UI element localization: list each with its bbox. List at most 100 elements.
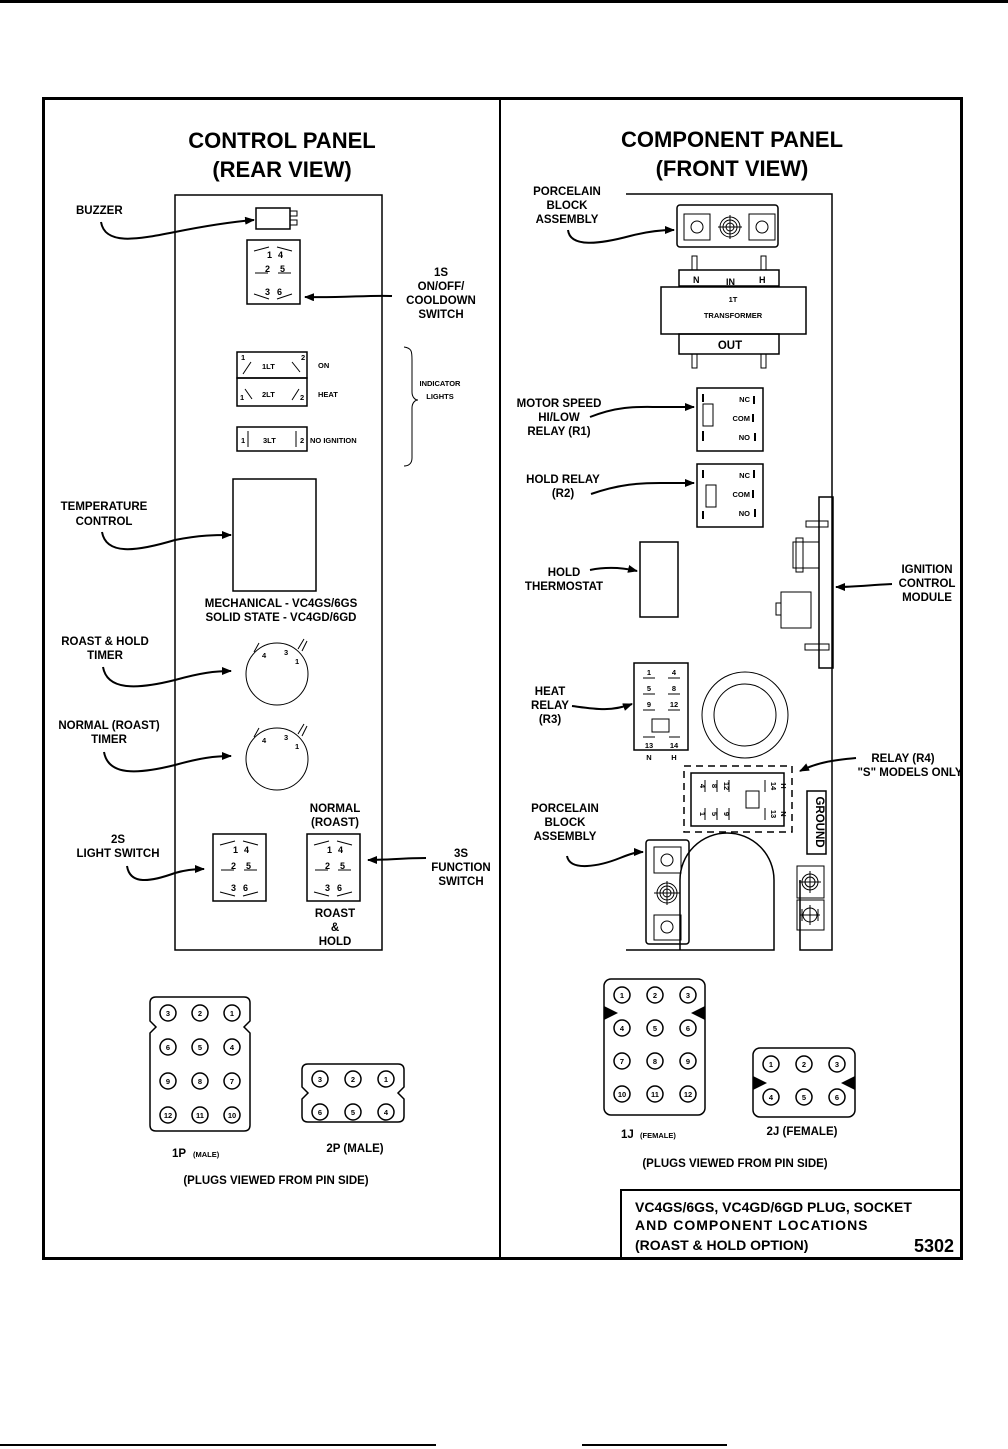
component-panel-title: COMPONENT PANEL: [621, 127, 843, 152]
keying-notch: [604, 1006, 618, 1020]
terminal-label: 1: [295, 742, 299, 751]
roast-hold-timer-dial: [245, 642, 309, 706]
jack-1j-pin: [646, 986, 664, 1004]
pin-label: 1: [240, 393, 244, 402]
terminal-label: 14: [769, 782, 778, 791]
switch-2s-label: LIGHT SWITCH: [76, 848, 159, 860]
light-name: NO IGNITION: [310, 436, 357, 445]
switch-1s-contacts: [253, 246, 293, 300]
terminal-label: 2: [265, 264, 270, 274]
plugs-caption-left: (PLUGS VIEWED FROM PIN SIDE): [183, 1175, 368, 1187]
jack-1j-pin-label: 9: [686, 1057, 690, 1066]
terminal-label: 3: [284, 733, 288, 742]
relay-r1-label: MOTOR SPEED: [517, 398, 602, 410]
porcelain-block-label: BLOCK: [547, 200, 589, 212]
plug-2p-pin: [311, 1070, 329, 1088]
jack-1j-pin-label: 4: [620, 1024, 625, 1033]
terminal-label: 5: [647, 684, 651, 693]
porcelain-terminal: [683, 213, 711, 241]
pin-label: 2: [300, 393, 304, 402]
terminal-label: 6: [277, 287, 282, 297]
terminal-label: 13: [645, 741, 653, 750]
jack-2j-pin-label: 2: [802, 1060, 806, 1069]
hold-thermostat: HOLD THERMOSTAT: [525, 541, 679, 618]
jack-1j-pin: [646, 1085, 664, 1103]
plug-1p-pin-label: 5: [198, 1043, 202, 1052]
ignition-module-board: [818, 496, 834, 669]
jack-1j-pin: [679, 1085, 697, 1103]
ground-screw-icon: [799, 871, 821, 893]
switch-1s-body: [246, 239, 301, 305]
porcelain-center-screw-icon: [654, 881, 680, 905]
light-contact: [242, 361, 301, 375]
plug-2p-pin: [377, 1103, 395, 1121]
jack-2j-pin: [828, 1088, 846, 1106]
terminal-label: 5: [710, 812, 719, 816]
terminal-label: 9: [722, 812, 731, 816]
relay-r2-leader-arrow: [590, 479, 695, 495]
buzzer-leader-arrow: [100, 216, 255, 240]
plug-1p-pin-label: 11: [196, 1111, 204, 1120]
porcelain-terminal: [653, 846, 682, 874]
relay-r2-label: (R2): [552, 488, 575, 500]
ignition-module-leader-arrow: [835, 582, 893, 591]
ignition-control-module: IGNITION CONTROL MODULE: [775, 496, 955, 669]
porcelain-block-label: PORCELAIN: [533, 186, 601, 198]
pin-label: 1: [241, 436, 245, 445]
porcelain-terminal-hole: [755, 220, 769, 234]
ignition-module-bracket: [804, 643, 830, 651]
terminal-label: 1: [267, 250, 272, 260]
temperature-control-note: MECHANICAL - VC4GS/6GS: [205, 598, 358, 610]
jack-1j-pin-label: 3: [686, 991, 690, 1000]
transformer-pin: [760, 255, 767, 271]
ground-lug: GROUND: [796, 790, 827, 931]
terminal-label: N: [646, 753, 651, 762]
normal-timer-label: NORMAL (ROAST): [58, 720, 160, 732]
title-block: VC4GS/6GS, VC4GD/6GD PLUG, SOCKET AND CO…: [620, 1189, 961, 1260]
terminal-label: 5: [246, 861, 251, 871]
relay-coil: [705, 484, 717, 508]
hold-thermostat-leader-arrow: [589, 565, 638, 573]
jack-1j-pin-label: 11: [651, 1090, 659, 1099]
jack-1j-pin: [646, 1019, 664, 1037]
terminal-label: 3: [231, 883, 236, 893]
porcelain-block-top: PORCELAIN BLOCK ASSEMBLY: [533, 186, 779, 248]
jack-1j-pin: [613, 1019, 631, 1037]
relay-r4-optional-outline: [683, 765, 793, 833]
jack-1j-pin-label: 8: [653, 1057, 657, 1066]
switch-3s-body: [306, 833, 361, 902]
transformer-h-label: H: [759, 275, 766, 285]
plug-1p-pin-label: 2: [198, 1009, 202, 1018]
hold-thermostat-body: [639, 541, 679, 618]
porcelain-top-leader-arrow: [567, 226, 675, 244]
keying-notch: [691, 1006, 705, 1020]
ignition-module-bracket: [805, 520, 829, 528]
plug-1p-pin: [223, 1106, 241, 1124]
indicator-lights-label: INDICATOR: [420, 379, 462, 388]
light-contact: [244, 388, 300, 401]
relay-coil: [745, 790, 760, 809]
plug-2p-pin: [311, 1103, 329, 1121]
relay-pins: [702, 470, 756, 519]
buzzer-terminal: [289, 210, 298, 217]
panel-divider: [499, 97, 501, 1260]
pin-label: 1: [241, 353, 245, 362]
heat-relay-label: HEAT: [535, 686, 565, 698]
relay-r1: MOTOR SPEED HI/LOW RELAY (R1) NC COM NO: [517, 387, 764, 452]
roast-hold-timer-leader-arrow: [102, 666, 232, 688]
porcelain-terminal-hole: [660, 853, 674, 867]
relay-coil: [702, 403, 714, 427]
transformer-pin: [691, 255, 698, 271]
jack-1j-pin: [646, 1052, 664, 1070]
plug-2p-pin: [377, 1070, 395, 1088]
jack-1j-pin: [679, 1019, 697, 1037]
temperature-control-label: CONTROL: [76, 516, 133, 528]
transformer-id: 1T: [729, 295, 738, 304]
plug-1p-pin: [223, 1072, 241, 1090]
plug-1p-pin-label: 7: [230, 1077, 234, 1086]
ground-label-box: [806, 790, 827, 855]
heat-relay-label: RELAY: [531, 700, 569, 712]
